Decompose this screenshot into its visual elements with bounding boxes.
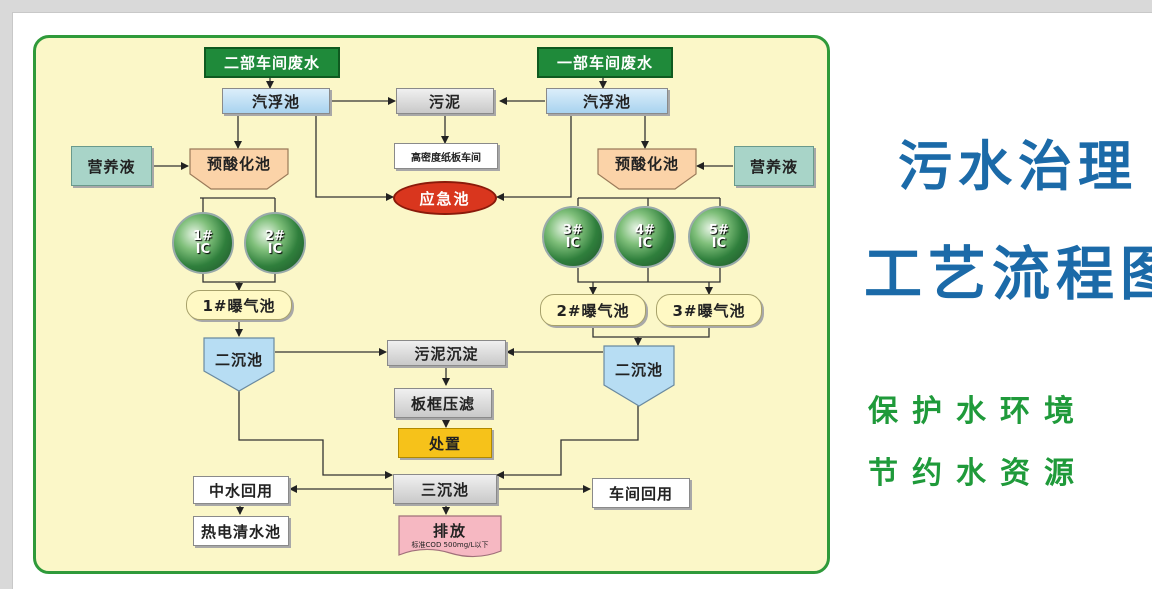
ic-number: 1# xyxy=(193,229,213,244)
right-secondary-shape xyxy=(603,345,675,407)
aeration-tank-1: 1#曝气池 xyxy=(186,290,292,320)
aeration-tank-3: 3#曝气池 xyxy=(656,294,762,326)
ic-number: 2# xyxy=(265,229,285,244)
right-preacid-tank: 预酸化池 xyxy=(597,148,697,190)
tertiary-clarifier-box: 三沉池 xyxy=(393,474,497,504)
ic-reactor-5: 5#IC xyxy=(688,206,750,268)
ic-reactor-1: 1#IC xyxy=(172,212,234,274)
left-nutrient-box: 营养液 xyxy=(71,146,152,186)
ic-number: 5# xyxy=(709,223,729,238)
left-secondary-shape xyxy=(203,337,275,392)
title-line-1: 污水治理 xyxy=(898,134,1138,198)
ic-number: 3# xyxy=(563,223,583,238)
right-secondary-clarifier: 二沉池 xyxy=(603,345,675,407)
ic-label: IC xyxy=(267,242,283,257)
discharge-note: 标准COD 500mg/L以下 xyxy=(411,541,489,549)
discharge-box: 排放 标准COD 500mg/L以下 xyxy=(398,515,502,559)
disposal-box: 处置 xyxy=(398,428,492,458)
title-line-2: 工艺流程图 xyxy=(864,240,1152,308)
ic-label: IC xyxy=(637,236,653,251)
emergency-pool: 应急池 xyxy=(393,181,497,215)
discharge-label: 排放 xyxy=(432,522,467,540)
left-secondary-label: 二沉池 xyxy=(214,351,263,369)
left-source-label: 二部车间废水 xyxy=(204,47,340,78)
ic-reactor-3: 3#IC xyxy=(542,206,604,268)
power-plant-clear-water-box: 热电清水池 xyxy=(193,516,289,546)
ic-reactor-2: 2#IC xyxy=(244,212,306,274)
right-secondary-label: 二沉池 xyxy=(614,361,663,379)
right-nutrient-box: 营养液 xyxy=(734,146,814,186)
sludge-box: 污泥 xyxy=(396,88,494,114)
aeration-tank-2: 2#曝气池 xyxy=(540,294,646,326)
right-source-label: 一部车间废水 xyxy=(537,47,673,78)
right-float-tank: 汽浮池 xyxy=(546,88,668,114)
workshop-reuse-box: 车间回用 xyxy=(592,478,690,508)
sludge-settling-box: 污泥沉淀 xyxy=(387,340,506,366)
ic-number: 4# xyxy=(635,223,655,238)
sludge-destination-box: 高密度纸板车间 xyxy=(394,143,498,169)
ic-label: IC xyxy=(565,236,581,251)
filter-press-box: 板框压滤 xyxy=(394,388,492,418)
ic-reactor-4: 4#IC xyxy=(614,206,676,268)
right-preacid-shape xyxy=(597,148,697,190)
slogan-line-1: 保护水环境 xyxy=(868,394,1088,429)
ic-label: IC xyxy=(195,242,211,257)
right-preacid-label: 预酸化池 xyxy=(614,155,679,173)
left-preacid-tank: 预酸化池 xyxy=(189,148,289,190)
left-float-tank: 汽浮池 xyxy=(222,88,330,114)
left-preacid-label: 预酸化池 xyxy=(206,155,271,173)
left-secondary-clarifier: 二沉池 xyxy=(203,337,275,392)
slogan-line-2: 节约水资源 xyxy=(868,456,1088,491)
left-preacid-shape xyxy=(189,148,289,190)
reclaimed-water-reuse-box: 中水回用 xyxy=(193,476,289,504)
discharge-shape xyxy=(398,515,502,558)
ic-label: IC xyxy=(711,236,727,251)
